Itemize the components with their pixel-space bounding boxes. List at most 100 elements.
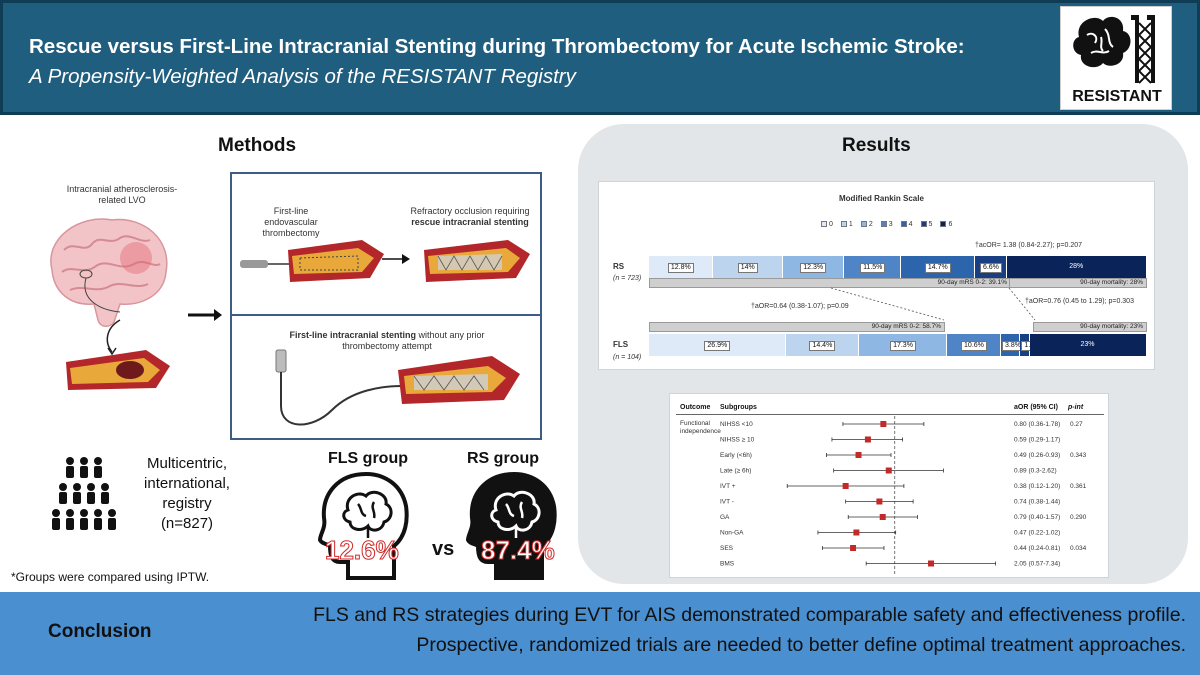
conclusion-bar: Conclusion FLS and RS strategies during … [0, 592, 1200, 675]
mrs-legend-item: 2 [860, 221, 873, 228]
fp-outcome-header: Outcome [680, 404, 711, 411]
mrs-bar-segment: 14% [712, 256, 783, 278]
brain-stent-logo-icon [1073, 15, 1155, 84]
brain-illustration [50, 218, 168, 327]
mrs-legend-label: 6 [948, 221, 953, 228]
mrs-bar-segment: 3.8% [1001, 334, 1024, 356]
fp-point-estimate [855, 452, 862, 458]
mrs-legend-label: 2 [868, 221, 873, 228]
fp-aor-value: 0.74 (0.38-1.44) [1014, 499, 1060, 506]
mrs-bar-label: 10.6% [961, 341, 987, 351]
mrs-bar-segment: 12.3% [782, 256, 844, 278]
mrs-legend-item: 0 [821, 221, 833, 228]
versus-text: vs [432, 538, 455, 560]
mrs-bar-segment: 6.6% [974, 256, 1008, 278]
mrs-legend-item: 5 [920, 221, 932, 228]
header-banner: Rescue versus First-Line Intracranial St… [0, 0, 1200, 115]
mrs-legend-swatch [860, 221, 867, 228]
mrs-legend-swatch [920, 221, 927, 228]
mrs-bar-label: 14.7% [924, 263, 951, 273]
poster-title: Rescue versus First-Line Intracranial St… [29, 35, 965, 58]
conclusion-label: Conclusion [48, 621, 152, 642]
fp-subgroup-label: GA [720, 514, 730, 521]
fls-head-icon [318, 471, 409, 580]
iptw-note: *Groups were compared using IPTW. [11, 570, 210, 584]
mrs-legend-swatch [900, 221, 907, 228]
results-title: Results [842, 135, 911, 156]
mrs-legend-label: 1 [848, 221, 853, 228]
arrow-right-icon [188, 309, 222, 321]
fp-point-estimate [853, 529, 860, 536]
fp-subgroup-label: IVT + [720, 483, 736, 490]
rs-n-label: (n = 723) [613, 275, 642, 282]
mrs-bar-segment: 12.8% [649, 256, 713, 278]
registry-line-4: (n=827) [160, 515, 214, 532]
mrs-legend-item: 3 [880, 221, 893, 228]
fls-description: First-line intracranial stenting without… [272, 330, 502, 352]
mrs-legend-swatch [821, 221, 827, 228]
mid-left-or: †aOR=0.64 (0.38-1.07); p=0.09 [751, 303, 849, 310]
mrs-bar-segment: 1.9% [1020, 334, 1044, 356]
fp-subgroup-label: Late (≥ 6h) [720, 468, 751, 475]
fp-aor-value: 0.79 (0.40-1.57) [1014, 514, 1060, 521]
fls-mrs02-band: 90-day mRS 0-2: 58.7% [649, 322, 945, 332]
mrs-bar-label: 14% [737, 263, 758, 273]
fp-subgroup-label: Non-GA [720, 530, 744, 537]
rescue-stenting-text: rescue intracranial stenting [411, 217, 529, 227]
fls-percentage: 12.6% [325, 535, 400, 566]
mrs-legend-swatch [840, 221, 847, 228]
fp-pint-value: 0.361 [1070, 483, 1087, 490]
mrs-connector-lines [830, 287, 1036, 321]
fp-aor-value: 0.59 (0.29-1.17) [1014, 437, 1060, 444]
conclusion-line-2: Prospective, randomized trials are neede… [416, 634, 1186, 656]
registry-line-3: registry [162, 495, 212, 512]
fp-subgroups-header: Subgroups [720, 404, 757, 411]
rescue-stent-illustration [424, 240, 530, 282]
fls-group-title: FLS group [328, 450, 408, 467]
mrs-chart-title: Modified Rankin Scale [839, 194, 924, 203]
mrs-bar-segment: 23% [1030, 334, 1147, 356]
mrs-bar-label: 12.8% [667, 263, 694, 273]
mrs-bar-segment: 14.7% [901, 256, 975, 278]
fls-stacked-bar: 26.9%14.4%17.3%10.6%3.8%1.9%23% [649, 334, 1147, 356]
occluded-artery-illustration [66, 350, 170, 390]
resistant-logo: RESISTANT [1060, 6, 1172, 110]
mrs-bar-label: 6.6% [979, 263, 1002, 273]
rs-percentage: 87.4% [481, 535, 556, 566]
mrs-legend-label: 0 [829, 221, 833, 228]
thrombectomy-illustration [240, 240, 384, 282]
rs-row-label: RS [613, 262, 625, 271]
refractory-occlusion-label: Refractory occlusion requiring rescue in… [404, 206, 536, 228]
fp-aor-header: aOR (95% CI) [1014, 404, 1058, 411]
registry-line-2: international, [144, 475, 230, 492]
first-line-stent-illustration [275, 349, 520, 426]
fls-row-label: FLS [613, 340, 629, 349]
fp-outcome-label: Functional independence [680, 420, 721, 435]
methods-strategy-box: First-line endovascular thrombectomy Ref… [230, 172, 542, 440]
fp-pint-value: 0.290 [1070, 514, 1087, 521]
fp-subgroup-label: IVT - [720, 499, 734, 506]
poster-subtitle: A Propensity-Weighted Analysis of the RE… [29, 65, 576, 88]
methods-title: Methods [218, 135, 297, 156]
people-group-icon [52, 457, 116, 530]
mrs-bar-label: 28% [1069, 263, 1084, 270]
conclusion-line-1: FLS and RS strategies during EVT for AIS… [313, 604, 1186, 626]
fp-point-estimate [876, 498, 883, 505]
fp-aor-value: 0.89 (0.3-2.62) [1014, 468, 1057, 475]
fp-aor-value: 0.47 (0.22-1.02) [1014, 530, 1060, 537]
mrs-legend-item: 4 [900, 221, 913, 228]
mrs-bar-segment: 10.6% [947, 334, 1001, 356]
mrs-legend-label: 4 [908, 221, 913, 228]
logo-text: RESISTANT [1072, 88, 1162, 105]
fp-pint-value: 0.343 [1070, 452, 1087, 459]
mid-right-or: †aOR=0.76 (0.45 to 1.29); p=0.303 [1025, 298, 1134, 305]
fp-pint-value: 0.27 [1070, 421, 1083, 428]
mrs-bar-label: 17.3% [890, 341, 916, 351]
fp-subgroup-label: NIHSS ≥ 10 [720, 437, 755, 444]
fls-mortality-band: 90-day mortality: 23% [1033, 322, 1147, 332]
rs-overall-or: †acOR= 1.38 (0.84-2.27); p=0.207 [975, 242, 1083, 249]
mrs-bar-segment: 11.5% [843, 256, 902, 278]
